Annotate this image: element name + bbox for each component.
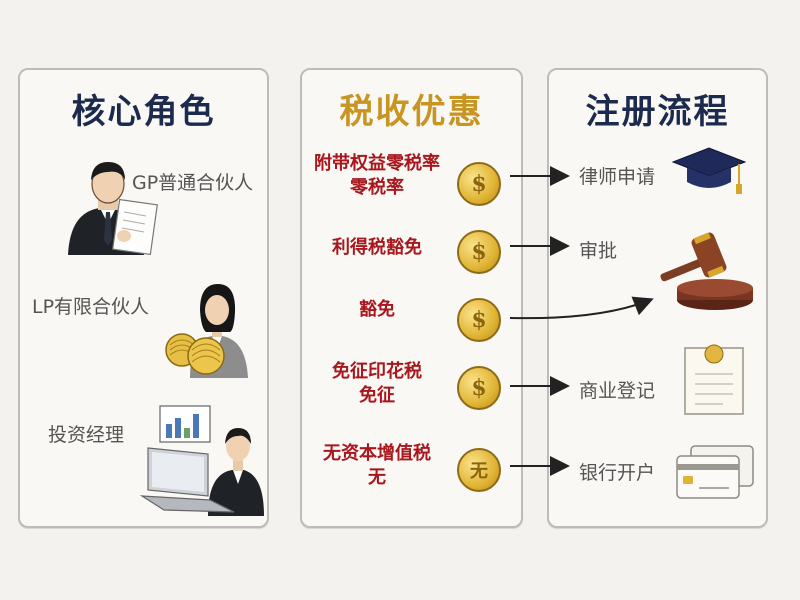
gavel-icon [660,232,753,310]
tax-item-carried-interest-line2: 零税率 [350,177,404,198]
role-label-lp: LP有限合伙人 [32,296,150,318]
roles-panel: 核心角色 GP普通合伙人 LP有限合伙人 投资经理 [18,68,269,528]
tax-item-carried-interest: 附带权益零税率 零税率 [302,152,452,200]
manager-laptop-icon [139,405,264,516]
graduation-cap-icon [671,147,747,194]
role-label-manager: 投资经理 [48,424,125,446]
step-approval: 审批 [579,240,618,262]
dollar-coin-icon: $ [457,298,501,342]
tax-item-stamp-duty-line2: 免征 [359,385,395,406]
dollar-coin-icon: $ [457,162,501,206]
arrow-to-gavel [509,296,654,320]
step-business-registration: 商业登记 [579,380,656,402]
tax-item-capital-gains-line1: 无资本增值税 [323,443,431,464]
roles-title: 核心角色 [71,92,216,132]
tax-item-exempt-line1: 豁免 [359,299,395,320]
tax-panel: 税收优惠 附带权益零税率 零税率 $ 利得税豁免 $ 豁免 $ 免征印花税 免征… [300,68,523,528]
dollar-coin-icon: $ [457,366,501,410]
businessman-document-icon [68,162,158,255]
tax-item-profits-tax: 利得税豁免 [302,236,452,260]
dollar-coin-icon: $ [457,230,501,274]
certificate-icon [684,344,744,415]
bank-cards-icon [676,445,754,499]
tax-item-stamp-duty-line1: 免征印花税 [332,361,422,382]
tax-item-carried-interest-line1: 附带权益零税率 [314,153,440,174]
process-title: 注册流程 [585,92,730,132]
tax-item-profits-tax-line1: 利得税豁免 [332,237,422,258]
role-label-gp: GP普通合伙人 [132,172,254,194]
process-panel: 注册流程 律师申请 审批 商业登记 银行开户 [547,68,768,528]
tax-item-capital-gains-line2: 无 [368,467,386,488]
businesswoman-gold-coins-icon [165,284,248,378]
tax-item-capital-gains: 无资本增值税 无 [302,442,452,490]
tax-item-exempt: 豁免 [302,298,452,322]
step-lawyer-application: 律师申请 [579,166,656,188]
step-bank-account: 银行开户 [579,462,656,484]
tax-item-stamp-duty: 免征印花税 免征 [302,360,452,408]
tax-title: 税收优惠 [339,92,484,132]
wu-coin-icon: 无 [457,448,501,492]
